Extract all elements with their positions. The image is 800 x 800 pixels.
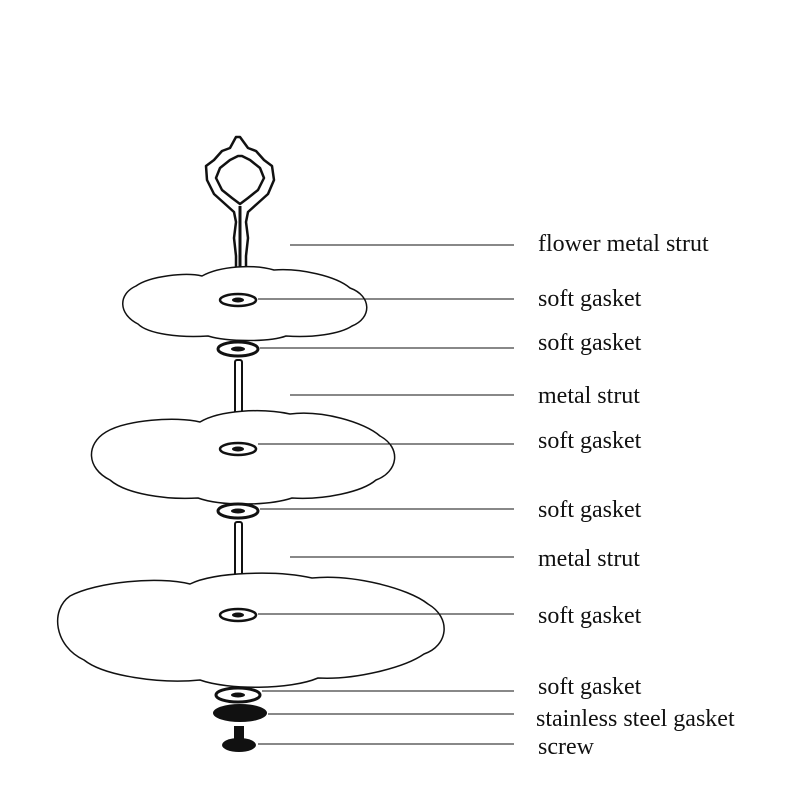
screw — [222, 726, 256, 752]
gasket-top-plate-hole — [232, 297, 244, 303]
gasket-bottom-plate-hole — [232, 612, 244, 618]
screw-head — [222, 738, 256, 752]
gasket-middle-plate-hole — [232, 446, 244, 452]
gasket-below-bottom-plate-hole — [231, 692, 245, 698]
gasket-below-top-plate-hole — [231, 346, 245, 352]
bottom-plate — [56, 572, 445, 688]
label-soft-gasket-3: soft gasket — [538, 428, 642, 454]
label-flower-metal-strut: flower metal strut — [538, 231, 709, 257]
label-screw: screw — [538, 734, 594, 760]
flower-metal-strut — [204, 135, 276, 290]
label-soft-gasket-2: soft gasket — [538, 330, 642, 356]
leader-lines — [258, 244, 514, 745]
screw-shaft — [234, 726, 244, 742]
flower-handle-inner — [214, 154, 266, 206]
gasket-below-middle-plate-hole — [231, 508, 245, 514]
label-metal-strut-2: metal strut — [538, 546, 640, 572]
label-soft-gasket-4: soft gasket — [538, 497, 642, 523]
label-metal-strut-1: metal strut — [538, 383, 640, 409]
label-soft-gasket-5: soft gasket — [538, 603, 642, 629]
middle-plate — [90, 410, 396, 505]
label-stainless-steel-gasket: stainless steel gasket — [536, 706, 735, 732]
label-soft-gasket-6: soft gasket — [538, 674, 642, 700]
label-soft-gasket-1: soft gasket — [538, 286, 642, 312]
stainless-steel-gasket — [213, 704, 267, 722]
